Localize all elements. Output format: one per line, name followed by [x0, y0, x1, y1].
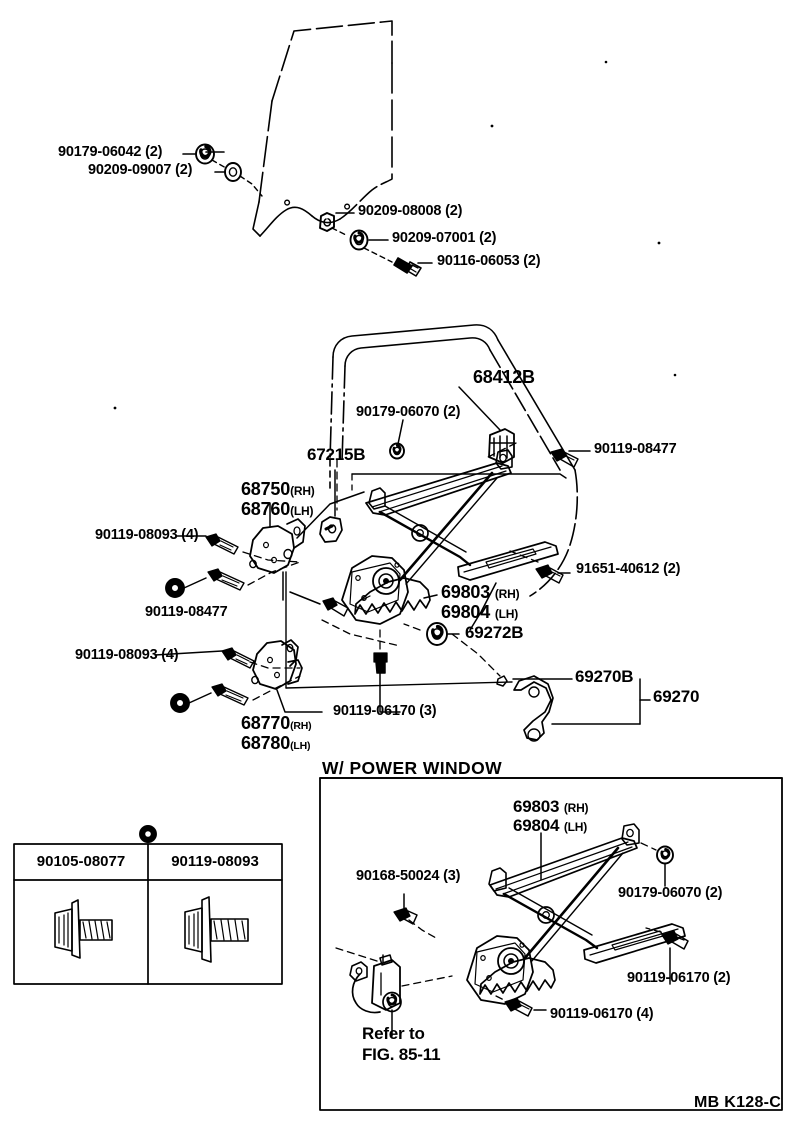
label-68750-group: 68750(RH) 68760(LH) [241, 479, 315, 519]
bolt-90119-08093-lower [170, 647, 255, 713]
label-90119-08093-lower: 90119-08093 (4) [75, 647, 179, 663]
nut-90179-06070-main [389, 442, 405, 460]
label-68750: 68750 [241, 479, 291, 499]
inset-fasteners [393, 845, 689, 1017]
label-68760: 68760 [241, 498, 291, 519]
inset-label-90119-06170-2: 90119-06170 (2) [627, 970, 731, 986]
bolt-90119-08477-mid [322, 597, 349, 617]
refer-line-2: FIG. 85-11 [362, 1044, 441, 1064]
label-69804: 69804 [441, 601, 491, 622]
glass-hardware-parts [195, 143, 422, 277]
legend-header-1: 90105-08077 [36, 853, 126, 870]
inset-label-90179-06070: 90179-06070 (2) [618, 885, 723, 901]
label-91651-40612: 91651-40612 (2) [576, 561, 681, 577]
label-90119-08093-upper: 90119-08093 (4) [95, 527, 199, 543]
label-90209-08008: 90209-08008 (2) [358, 203, 463, 219]
label-68770-side: (RH) [290, 720, 312, 732]
label-69804-side: (LH) [494, 606, 519, 621]
legend-table-frame [13, 825, 283, 985]
label-68412B: 68412B [473, 367, 535, 387]
bolt-90119-08477-top [550, 448, 579, 468]
label-90179-06070: 90179-06070 (2) [356, 404, 461, 420]
label-68750-side: (RH) [290, 484, 315, 498]
legend-header-2: 90119-08093 [171, 853, 259, 870]
label-69803-side: (RH) [494, 587, 520, 601]
diagram-code: MB K128-C [694, 1094, 782, 1111]
label-90119-08477-mid: 90119-08477 [145, 604, 228, 620]
label-90209-07001: 90209-07001 (2) [392, 230, 497, 246]
hinge-lower [251, 639, 303, 690]
label-90119-08477-top: 90119-08477 [594, 441, 677, 457]
inset-label-90168-50024: 90168-50024 (3) [356, 868, 461, 884]
inset-label-69804: 69804 [513, 815, 560, 835]
label-68760-side: (LH) [290, 503, 314, 518]
inset-label-69804-side: (LH) [563, 819, 588, 834]
label-69270: 69270 [653, 687, 700, 706]
hinge-upper [249, 518, 306, 574]
label-90209-09007: 90209-09007 (2) [88, 162, 193, 178]
legend-bolt-icon-2 [184, 896, 249, 963]
label-68780-side: (LH) [290, 739, 311, 752]
refer-line-1: Refer to [362, 1024, 425, 1043]
label-90119-06170-3: 90119-06170 (3) [333, 703, 437, 719]
label-67215B: 67215B [307, 445, 366, 464]
knob-69272B [426, 622, 448, 646]
inset-label-69803-side: (RH) [563, 801, 589, 815]
refer-note: Refer to FIG. 85-11 [362, 1024, 441, 1064]
inset-title: W/ POWER WINDOW [322, 758, 503, 778]
label-69803: 69803 [441, 582, 491, 602]
bolt-91651-40612 [535, 564, 564, 584]
inset-label-69803: 69803 [513, 797, 560, 816]
weatherstrip-part-67215B [319, 516, 343, 543]
label-90179-06042: 90179-06042 (2) [58, 144, 163, 160]
label-69272B: 69272B [465, 623, 524, 642]
power-window-regulator [349, 823, 686, 1014]
label-68770: 68770 [241, 713, 291, 733]
bolt-90119-08093-upper [165, 533, 245, 598]
inset-label-69803-group: 69803 (RH) 69804 (LH) [513, 797, 589, 835]
inset-label-90119-06170-4: 90119-06170 (4) [550, 1006, 654, 1022]
legend-bolt-icon-1 [54, 899, 113, 959]
bolt-90119-06170-3 [373, 652, 388, 674]
label-68770-group: 68770(RH) 68780(LH) [241, 713, 312, 753]
window-handle-69270 [513, 675, 554, 742]
window-regulator-main [341, 449, 559, 625]
label-68780: 68780 [241, 732, 291, 753]
label-69270B: 69270B [575, 667, 634, 686]
label-69803-group: 69803 (RH) 69804 (LH) [441, 582, 520, 622]
label-90116-06053: 90116-06053 (2) [437, 253, 541, 269]
door-glass-outline [252, 20, 393, 237]
door-frame-outline [329, 324, 579, 597]
